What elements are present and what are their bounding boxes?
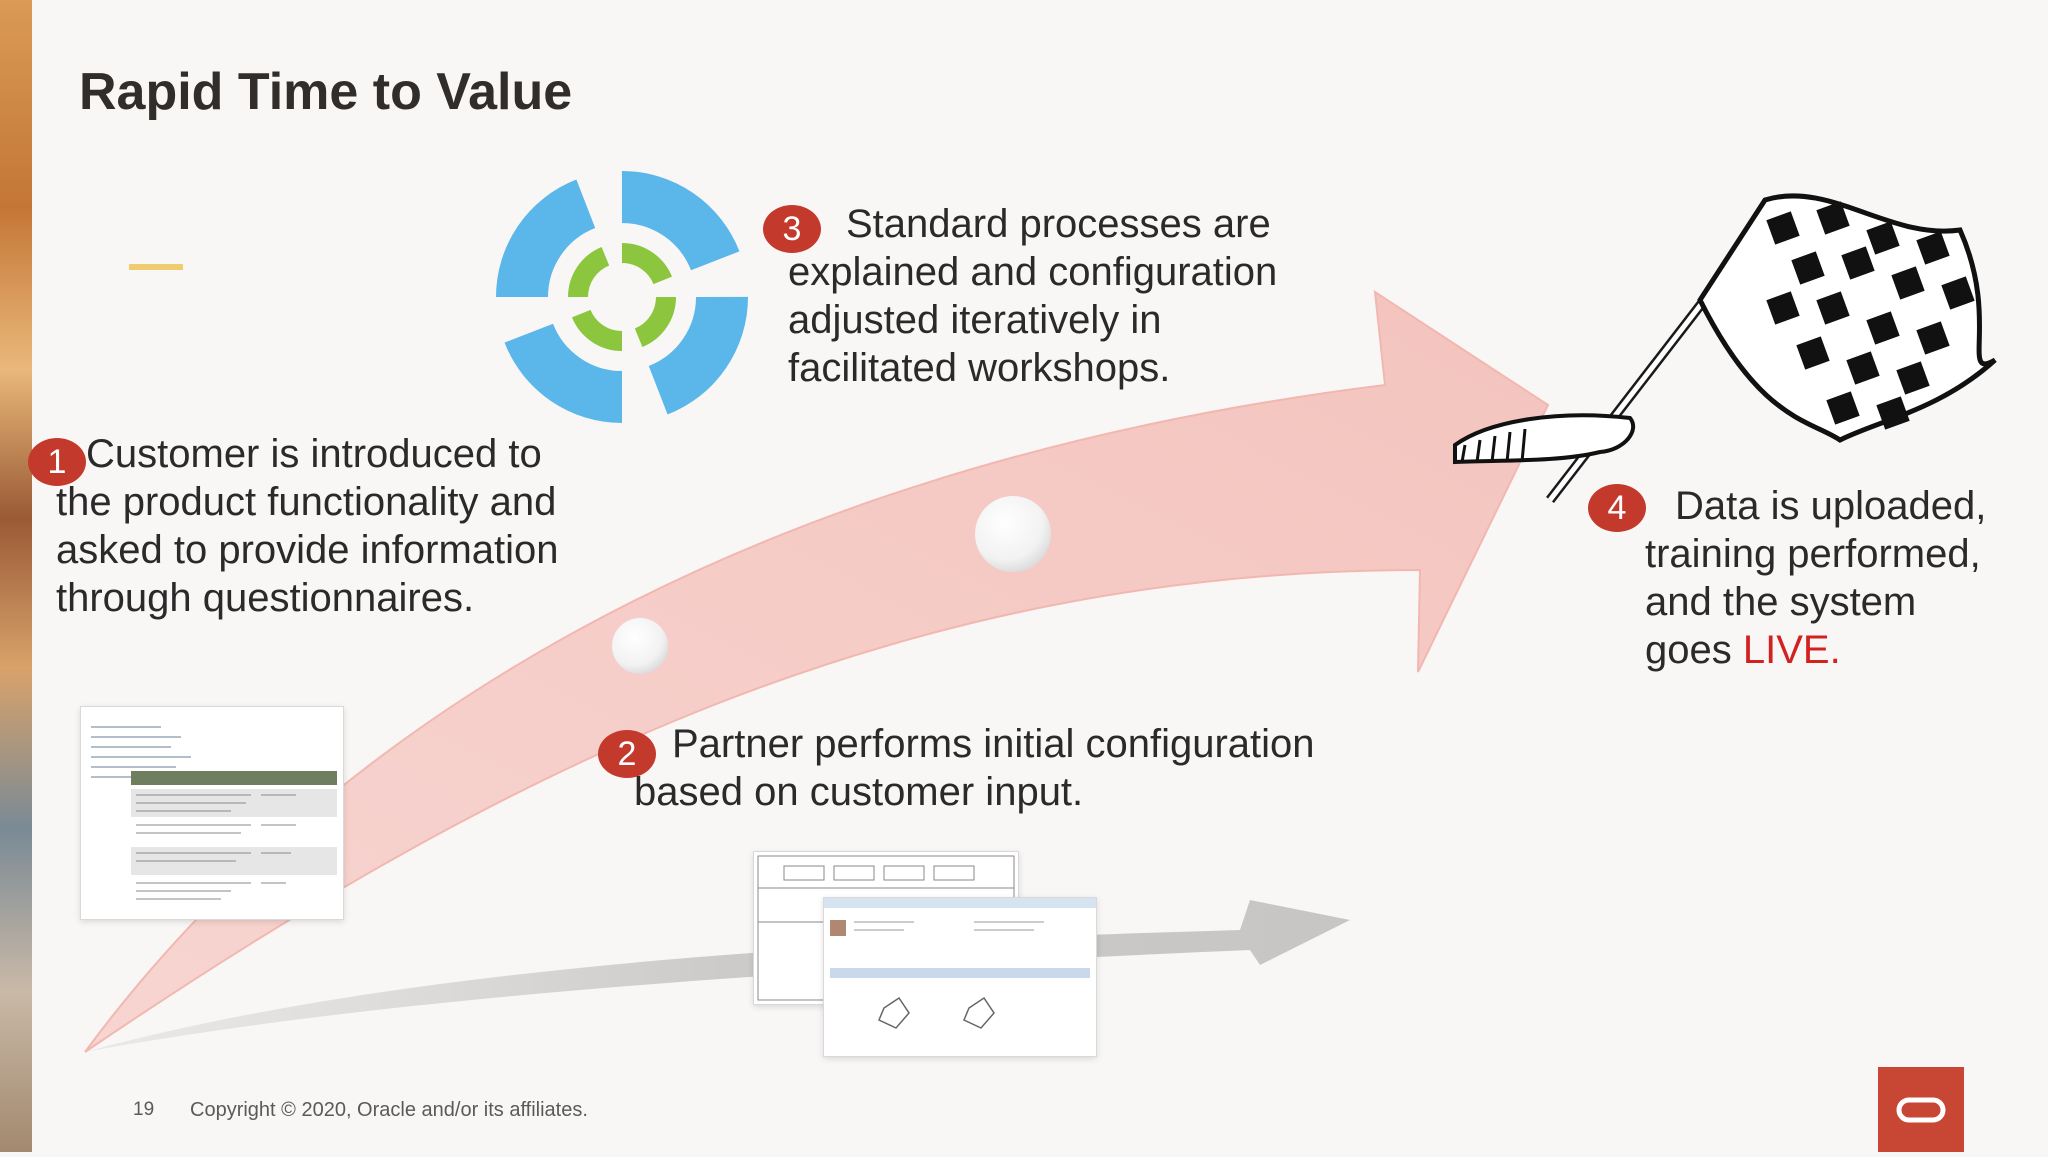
live-highlight: LIVE. — [1742, 628, 1841, 672]
questionnaire-thumbnail — [80, 706, 344, 920]
decorative-side-strip — [0, 0, 32, 1152]
iterative-cycle-icon — [496, 171, 748, 423]
page-number: 19 — [133, 1099, 155, 1120]
step-4-text-main: Data is uploaded, training performed, an… — [1645, 484, 1987, 672]
slide-title: Rapid Time to Value — [79, 63, 573, 121]
accent-bar — [129, 264, 183, 270]
step-3-badge: 3 — [763, 205, 821, 253]
step-1-badge: 1 — [28, 438, 86, 486]
step-2-text: Partner performs initial configuration b… — [634, 722, 1315, 814]
step-4-badge: 4 — [1588, 484, 1646, 532]
progress-arrow — [84, 290, 1550, 1053]
milestone-sphere — [612, 618, 668, 674]
oracle-logo-icon — [1878, 1067, 1964, 1152]
step-1-text: Customer is introduced to the product fu… — [56, 432, 559, 620]
milestone-sphere — [975, 496, 1051, 572]
employee-profile-preview — [824, 898, 1096, 1029]
checkered-flag-icon — [1453, 193, 1997, 504]
step-2-badge: 2 — [598, 730, 656, 778]
step-4-text: Data is uploaded, training performed, an… — [1645, 482, 2005, 674]
oracle-logo-ring — [1896, 1097, 1946, 1123]
questionnaire-preview — [91, 726, 337, 900]
employee-profile-thumbnail — [823, 897, 1097, 1057]
copyright-notice: Copyright © 2020, Oracle and/or its affi… — [190, 1099, 588, 1121]
step-3-text: Standard processes are explained and con… — [788, 202, 1278, 390]
